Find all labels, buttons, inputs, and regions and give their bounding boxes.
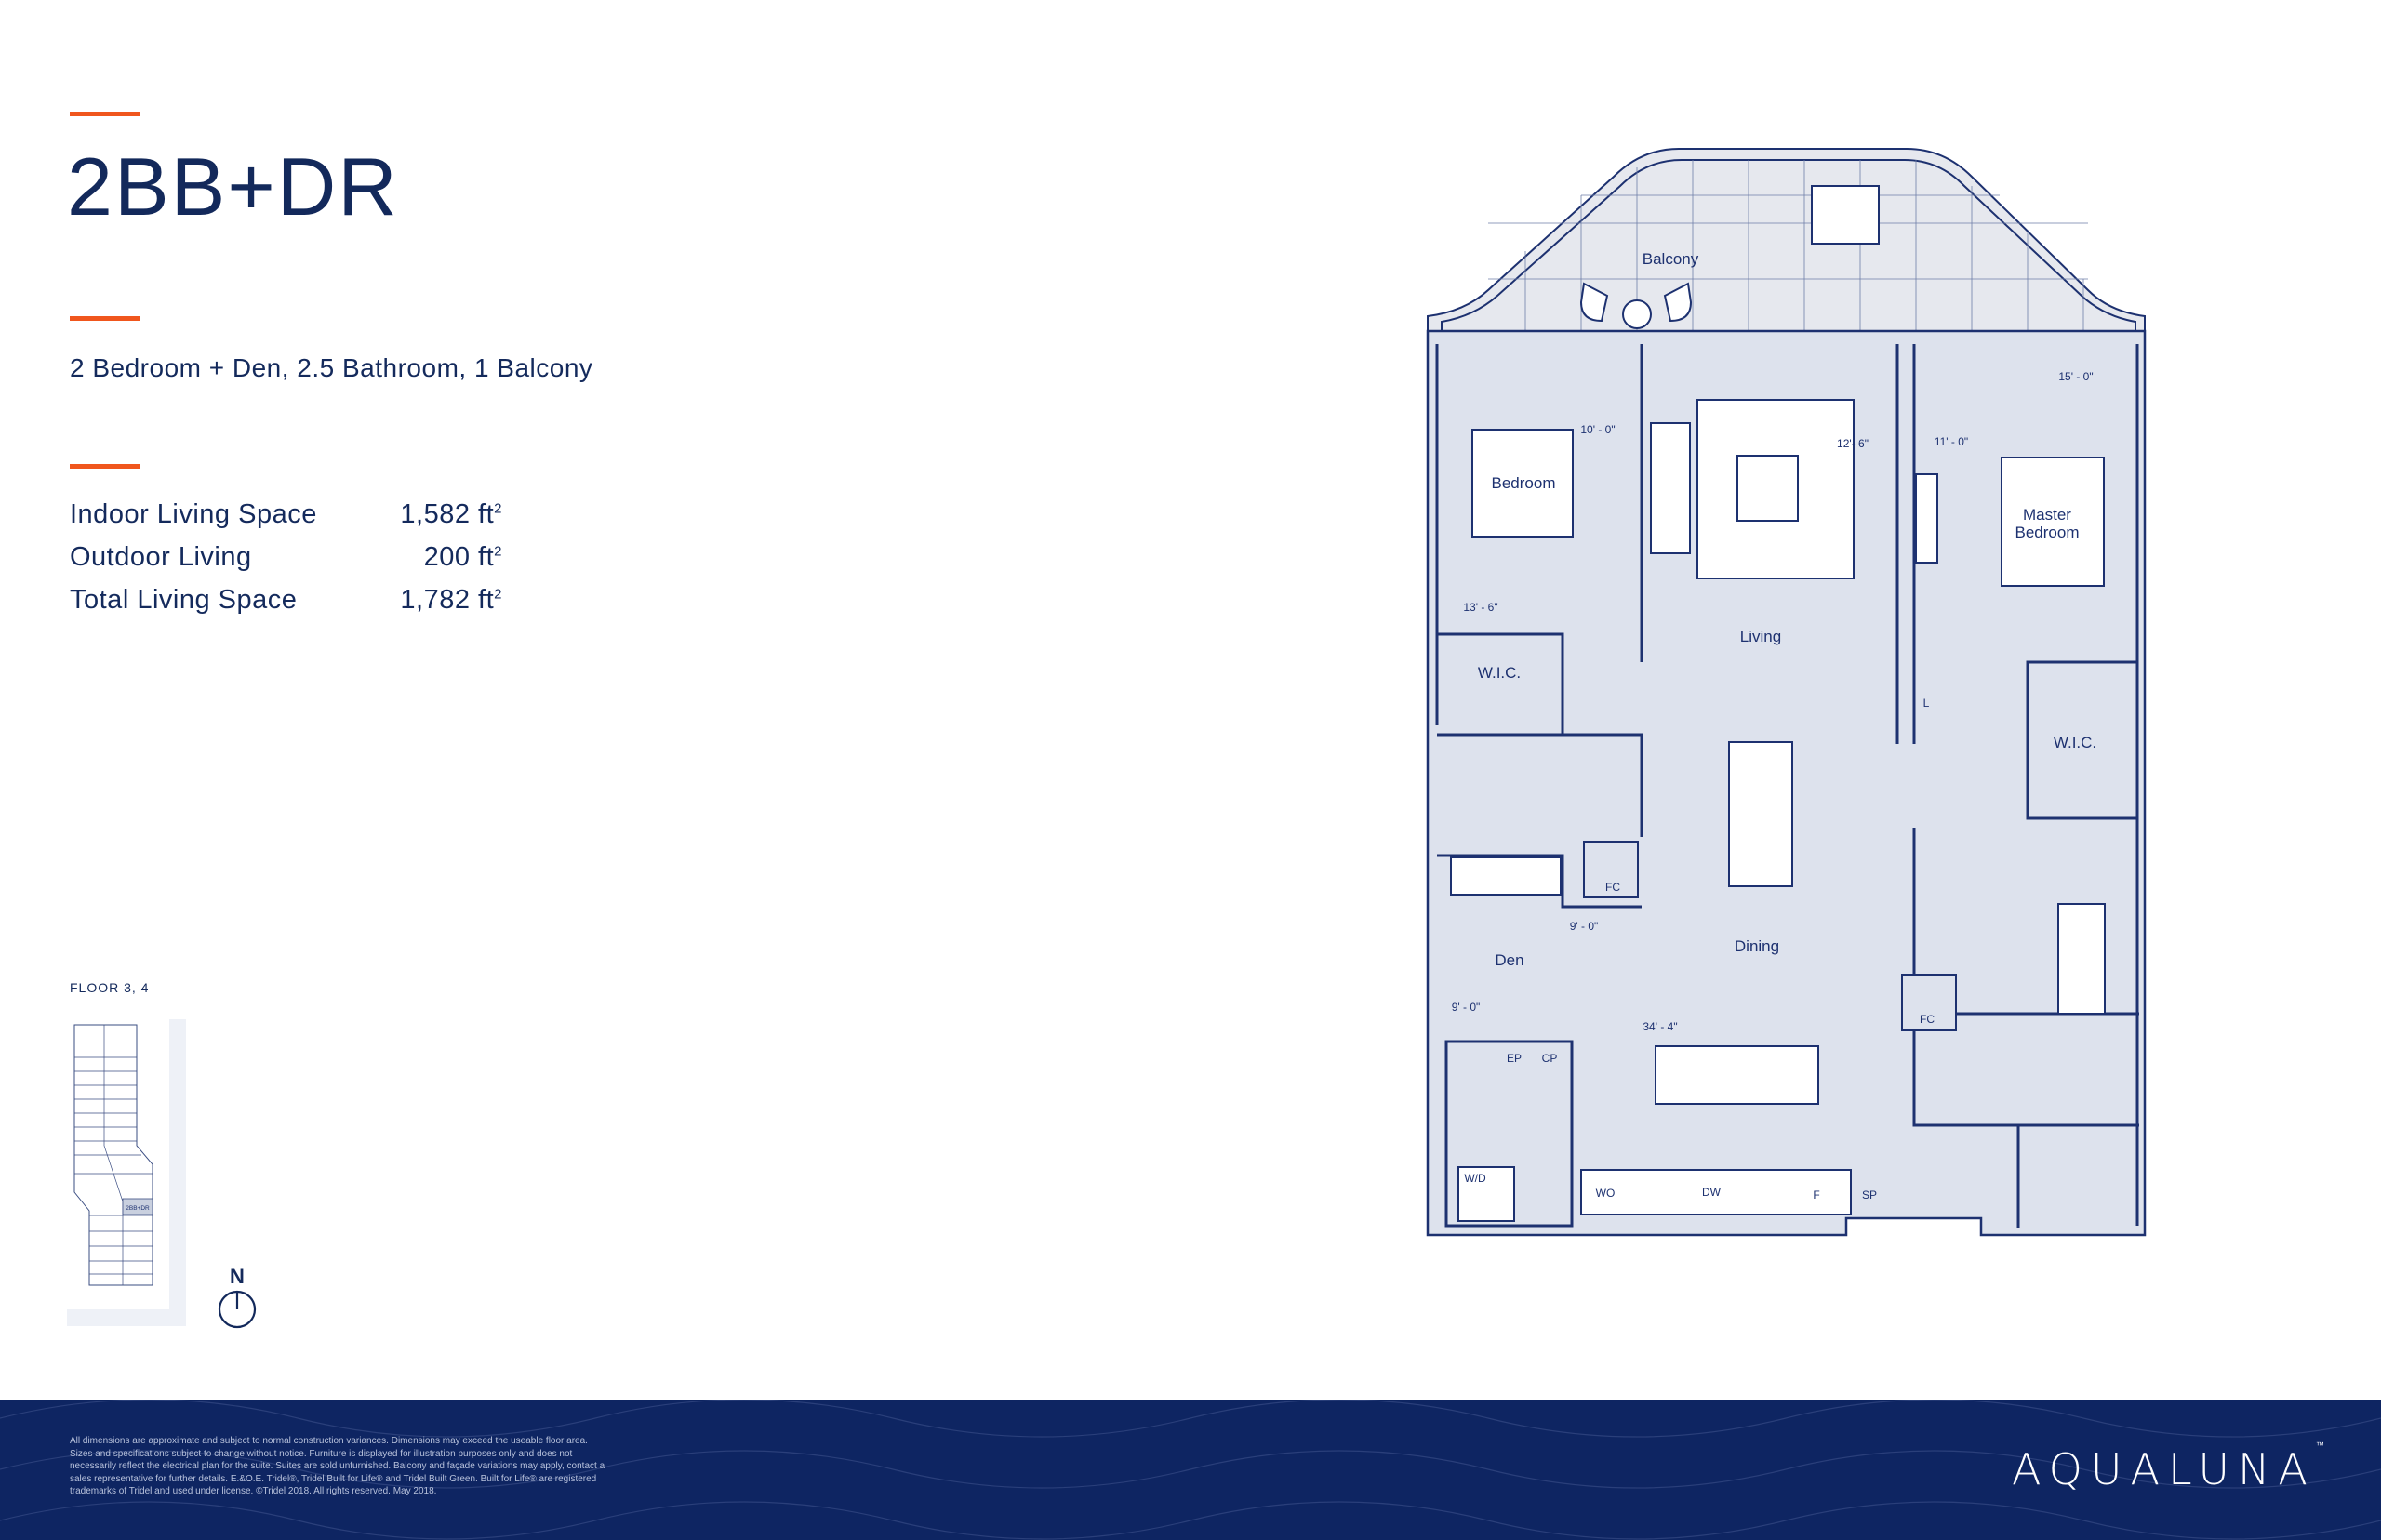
fixture-label: F xyxy=(1813,1188,1819,1201)
fixture-label: CP xyxy=(1542,1052,1558,1065)
kitchen-island xyxy=(1655,1045,1819,1105)
room-label-master: Master xyxy=(2023,506,2071,524)
unit-highlight xyxy=(122,1198,153,1215)
den-desk xyxy=(1450,856,1562,896)
balcony-side-table xyxy=(1622,299,1652,329)
fan-coil-left xyxy=(1583,841,1639,898)
aqualuna-logo: AQUALUNA™ xyxy=(2012,1441,2324,1494)
accent-bar xyxy=(70,464,140,469)
washer-dryer xyxy=(1457,1166,1515,1222)
stat-label: Outdoor Living xyxy=(70,542,252,572)
stat-number: 1,782 ft xyxy=(400,585,495,615)
water-pattern xyxy=(169,1019,186,1326)
logo-trademark: ™ xyxy=(2315,1441,2324,1451)
dimension-label: 15' - 0" xyxy=(2058,370,2093,383)
room-label-living: Living xyxy=(1740,628,1781,645)
dimension-label: 9' - 0" xyxy=(1452,1001,1481,1014)
stat-total: Total Living Space 1,782 ft2 xyxy=(70,585,502,616)
floor-label: FLOOR 3, 4 xyxy=(70,980,150,995)
fixture-label: W/D xyxy=(1464,1172,1486,1185)
stat-label: Total Living Space xyxy=(70,585,298,615)
fixture-label: DW xyxy=(1702,1186,1722,1199)
master-bed xyxy=(2001,457,2105,587)
dimension-label: 13' - 6" xyxy=(1463,601,1497,614)
dining-table xyxy=(1728,741,1793,887)
dimension-label: 9' - 0" xyxy=(1570,920,1599,933)
fixture-label: FC xyxy=(1605,881,1620,894)
dimension-label: 10' - 0" xyxy=(1580,423,1615,436)
bed xyxy=(1471,429,1574,538)
room-label-wic: W.I.C. xyxy=(2054,734,2096,751)
accent-bar xyxy=(70,316,140,321)
unit-description: 2 Bedroom + Den, 2.5 Bathroom, 1 Balcony xyxy=(70,353,593,382)
accent-bar xyxy=(70,112,140,116)
room-label-den: Den xyxy=(1495,951,1523,969)
stat-unit-sup: 2 xyxy=(494,586,502,603)
fixture-label: WO xyxy=(1596,1187,1616,1200)
dimension-label: 11' - 0" xyxy=(1935,435,1968,448)
balcony-table xyxy=(1811,185,1880,245)
kitchen-counter xyxy=(1580,1169,1852,1215)
north-label: N xyxy=(230,1265,245,1288)
sofa xyxy=(1650,422,1691,554)
stat-value: 1,782 ft2 xyxy=(400,585,502,616)
stat-value: 1,582 ft2 xyxy=(400,499,502,530)
legal-disclaimer: All dimensions are approximate and subje… xyxy=(70,1436,605,1497)
dresser xyxy=(1915,473,1938,564)
water-pattern xyxy=(67,1309,186,1326)
stat-number: 1,582 ft xyxy=(400,499,495,529)
room-label-bedroom: Bedroom xyxy=(1492,474,1556,492)
bathtub xyxy=(2057,903,2106,1015)
dimension-label: 34' - 4" xyxy=(1643,1020,1677,1033)
balcony-chair xyxy=(1663,282,1693,323)
fixture-label: EP xyxy=(1507,1052,1522,1065)
fixture-label: SP xyxy=(1862,1188,1877,1201)
balcony-railing xyxy=(1441,159,2136,331)
stat-unit-sup: 2 xyxy=(494,543,502,560)
stat-value: 200 ft2 xyxy=(424,542,502,573)
stat-unit-sup: 2 xyxy=(494,500,502,517)
room-label-dining: Dining xyxy=(1735,937,1779,955)
balcony-area xyxy=(1427,148,2146,332)
stat-number: 200 ft xyxy=(423,542,495,572)
dimension-label: 12'- 6" xyxy=(1837,437,1869,450)
unit-highlight-label: 2BB+DR xyxy=(126,1205,150,1212)
room-label-wic: W.I.C. xyxy=(1478,664,1521,682)
room-label-balcony: Balcony xyxy=(1643,250,1699,268)
coffee-table xyxy=(1736,455,1799,522)
footer: All dimensions are approximate and subje… xyxy=(0,1400,2381,1540)
room-label-master: Bedroom xyxy=(2015,524,2080,541)
balcony-chair xyxy=(1579,282,1609,323)
logo-text: AQUALUNA xyxy=(2012,1444,2316,1494)
fixture-label: FC xyxy=(1920,1013,1935,1026)
unit-title: 2BB+DR xyxy=(67,140,399,232)
north-compass: N xyxy=(214,1265,260,1334)
wave-pattern xyxy=(0,1400,2381,1540)
compass-icon xyxy=(218,1290,257,1329)
building-key-plan: 2BB+DR xyxy=(67,1019,186,1326)
stat-outdoor: Outdoor Living 200 ft2 xyxy=(70,542,502,573)
fan-coil-right xyxy=(1901,974,1957,1031)
stat-indoor: Indoor Living Space 1,582 ft2 xyxy=(70,499,502,530)
stat-label: Indoor Living Space xyxy=(70,499,317,529)
floor-plan: Balcony Bedroom Living Master Bedroom W.… xyxy=(1426,148,2147,1237)
fixture-label: L xyxy=(1923,697,1930,710)
